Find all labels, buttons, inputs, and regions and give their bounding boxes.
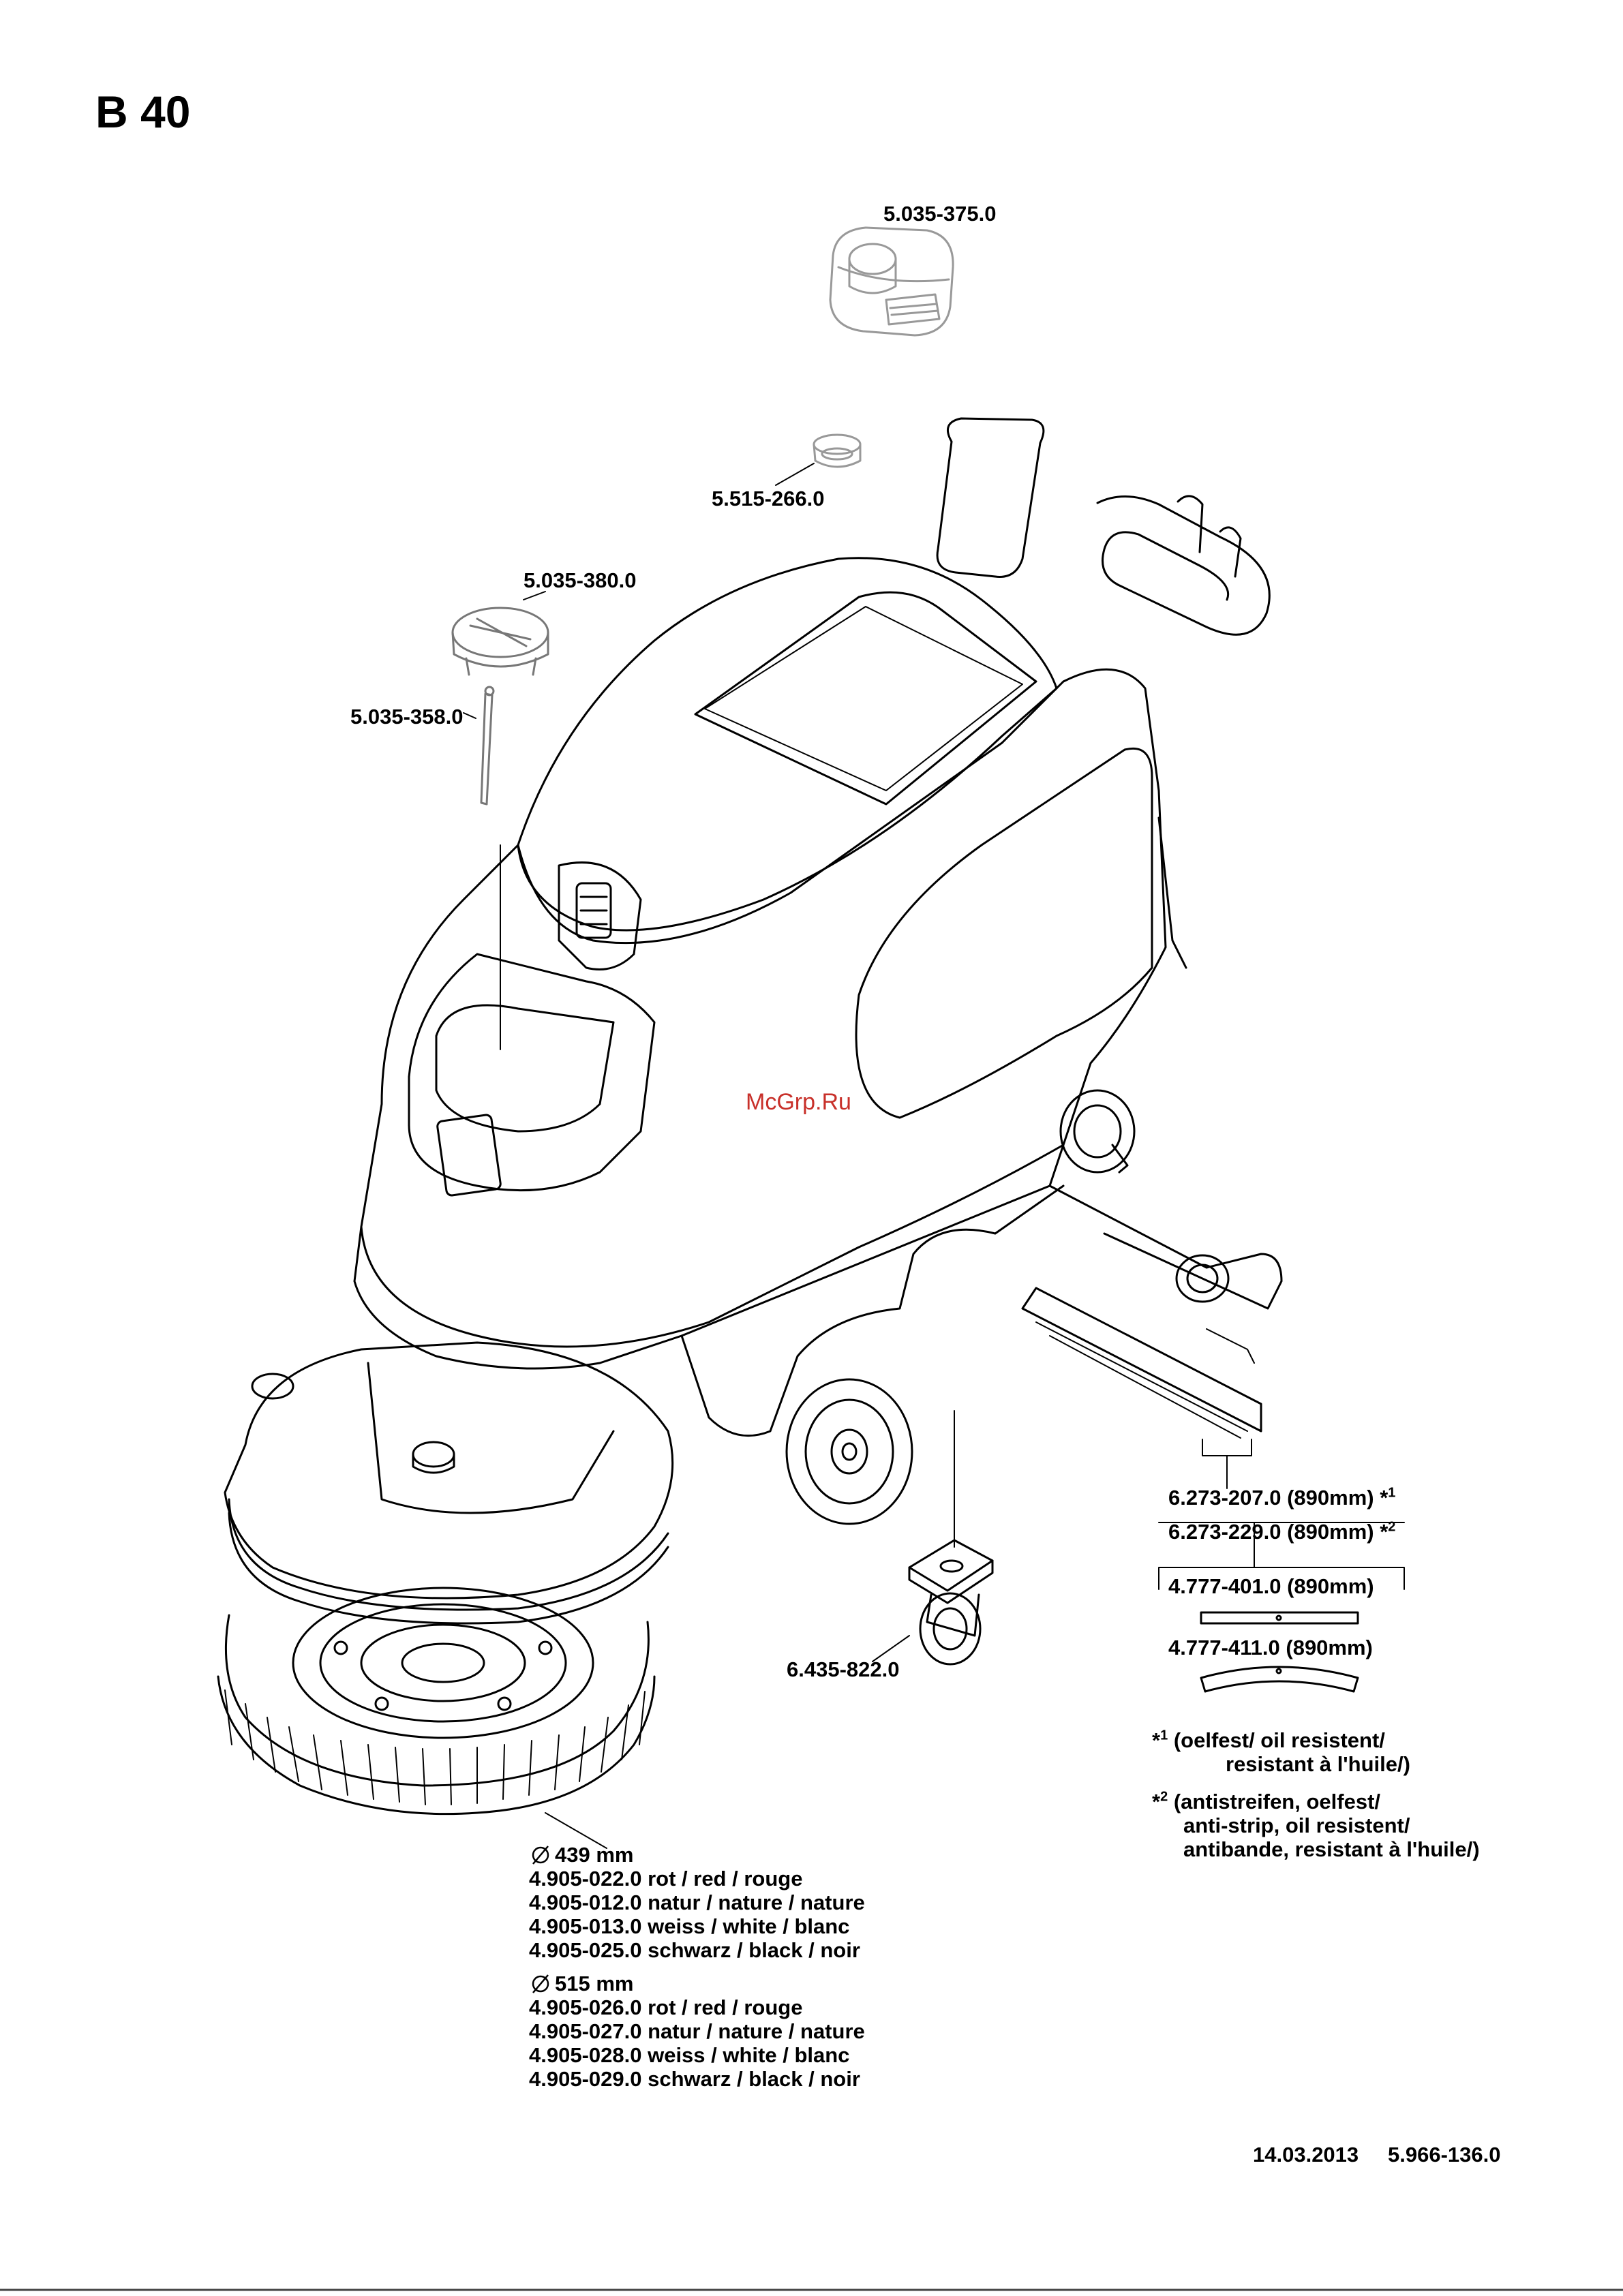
part-label-6435-822: 6.435-822.0 <box>787 1657 900 1681</box>
part-4777-401-drawing <box>1200 1611 1359 1625</box>
brush-item: 4.905-025.0 schwarz / black / noir <box>529 1938 860 1962</box>
brush-item: 4.905-029.0 schwarz / black / noir <box>529 2067 860 2091</box>
part-label-5035-380: 5.035-380.0 <box>524 568 637 592</box>
part-label-6273-207: 6.273-207.0 (890mm) *1 <box>1168 1485 1396 1510</box>
part-label-6273-229: 6.273-229.0 (890mm) *2 <box>1168 1519 1396 1544</box>
brush-item: 4.905-028.0 weiss / white / blanc <box>529 2043 850 2067</box>
scrubber-body-drawing <box>217 417 1283 1849</box>
footer-date: 14.03.2013 <box>1253 2143 1359 2167</box>
brush-item: 4.905-026.0 rot / red / rouge <box>529 1995 803 2019</box>
part-label-4777-401: 4.777-401.0 (890mm) <box>1168 1574 1374 1598</box>
part-4777-411-drawing <box>1200 1666 1359 1693</box>
page-title: B 40 <box>95 87 191 137</box>
brush-item: 4.905-022.0 rot / red / rouge <box>529 1867 803 1891</box>
diameter-icon <box>532 1974 549 1993</box>
part-label-5035-375: 5.035-375.0 <box>883 202 997 226</box>
brush-size-515: 515 mm <box>529 1972 865 1995</box>
part-5035-380-drawing <box>451 607 549 676</box>
part-label-5515-266: 5.515-266.0 <box>712 487 825 510</box>
part-5515-266-drawing <box>813 433 862 468</box>
footer-doc-number: 5.966-136.0 <box>1388 2143 1501 2167</box>
part-6435-822-drawing <box>908 1410 994 1666</box>
watermark: McGrp.Ru <box>746 1089 851 1115</box>
brush-list: 439 mm 4.905-022.0 rot / red / rouge 4.9… <box>529 1843 865 2091</box>
part-label-4777-411: 4.777-411.0 (890mm) <box>1168 1636 1373 1659</box>
brush-item: 4.905-012.0 natur / nature / nature <box>529 1891 865 1914</box>
part-5035-375-drawing <box>829 226 954 337</box>
diameter-icon <box>532 1846 549 1865</box>
part-5035-358-drawing <box>480 686 495 806</box>
brush-item: 4.905-013.0 weiss / white / blanc <box>529 1914 850 1938</box>
squeegee-blade-brackets <box>1158 1439 1405 1590</box>
footnote-1: *1 (oelfest/ oil resistent/ resistant à … <box>1152 1728 1410 1776</box>
brush-size-439: 439 mm <box>529 1843 865 1867</box>
footnote-2: *2 (antistreifen, oelfest/ anti-strip, o… <box>1152 1789 1480 1861</box>
brush-item: 4.905-027.0 natur / nature / nature <box>529 2019 865 2043</box>
part-label-5035-358: 5.035-358.0 <box>350 705 464 729</box>
